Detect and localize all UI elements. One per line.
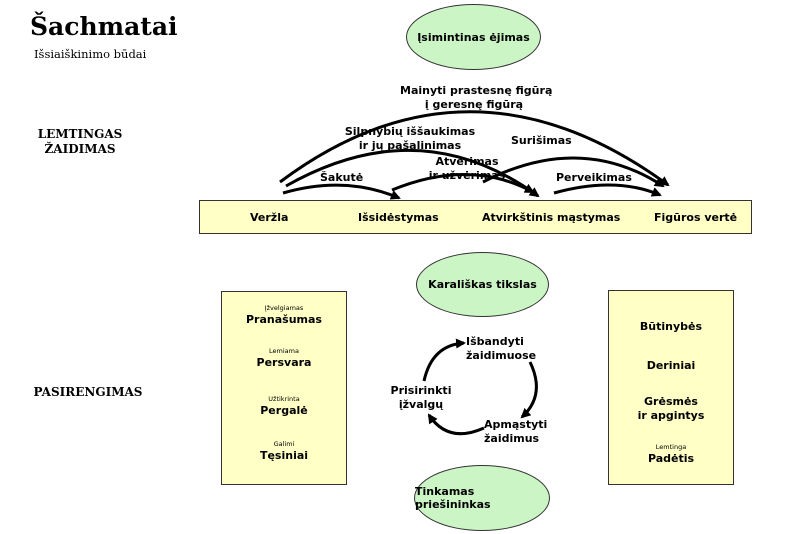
bar-item-issidestymas: Išsidėstymas xyxy=(358,211,439,224)
left-entry-pergale-small: Užtikrinta xyxy=(268,395,300,403)
cycle-label-prisirinkti-line2: įžvalgų xyxy=(398,398,444,411)
ellipse-tinkamas-priesininkas: Tinkamas priešininkas xyxy=(414,465,550,531)
box-right: Būtinybės Deriniai Grėsmės ir apgintys L… xyxy=(608,290,734,485)
box-left: Įžvelgiamas Pranašumas Lemiama Persvara … xyxy=(221,291,347,485)
arc-sakute xyxy=(282,183,401,200)
left-entry-persvara-big: Persvara xyxy=(256,356,312,369)
arc-label-mainyti: Mainyti prastesnę figūrą į geresnę figūr… xyxy=(400,84,553,112)
right-entry-gresmes: Grėsmės ir apgintys xyxy=(609,395,733,423)
cycle-label-isbandyti-line2: žaidimuose xyxy=(466,349,537,362)
left-entry-pranasumas-small: Įžvelgiamas xyxy=(264,304,304,312)
arc-label-sakute: Šakutė xyxy=(320,171,364,184)
left-entry-pergale-big: Pergalė xyxy=(260,404,308,417)
arc-label-surisimas: Surišimas xyxy=(511,134,572,147)
cycle-arrow-to-prisirinkti xyxy=(427,413,485,436)
left-entry-persvara-small: Lemiama xyxy=(269,347,299,355)
arc-label-atverimas-line1: Atvėrimas xyxy=(435,155,499,168)
bar-item-atvirkstinis-mastymas: Atvirkštinis mąstymas xyxy=(482,211,621,224)
arc-surisimas xyxy=(482,156,665,188)
arc-label-silpnybiu-line1: Silpnybių iššaukimas xyxy=(344,125,476,138)
right-entry-gresmes-line2: ir apgintys xyxy=(637,409,705,422)
cycle-label-apmastyti-line1: Apmąstyti xyxy=(484,418,548,431)
label-pasirengimas: PASIRENGIMAS xyxy=(33,385,143,399)
arc-perveikimas xyxy=(553,183,662,197)
arc-label-perveikimas: Perveikimas xyxy=(556,171,632,184)
arc-label-silpnybiu-line2: ir jų pašalinimas xyxy=(358,139,462,152)
cycle-label-prisirinkti-line1: Prisirinkti xyxy=(390,384,452,397)
right-entry-butinybes: Būtinybės xyxy=(609,320,733,334)
cycle-label-apmastyti-line2: žaidimus xyxy=(484,432,540,445)
arc-atverimas xyxy=(391,173,535,194)
left-entry-pranasumas-big: Pranašumas xyxy=(246,313,322,326)
left-entry-pergale: Užtikrinta Pergalė xyxy=(222,395,346,418)
arc-silpnybiu xyxy=(285,148,540,198)
bar-item-figuros-verte: Figūros vertė xyxy=(654,211,738,224)
label-lemtingas-line1: LEMTINGAS xyxy=(37,127,123,141)
cycle-arrow-to-isbandyti xyxy=(422,338,466,382)
concept-bar: Veržla Išsidėstymas Atvirkštinis mąstyma… xyxy=(199,200,752,234)
arc-mainyti xyxy=(279,110,670,187)
label-lemtingas-zaidimas: LEMTINGAS ŽAIDIMAS xyxy=(30,127,130,157)
cycle-label-isbandyti: Išbandyti žaidimuose xyxy=(466,335,536,363)
cycle-label-prisirinkti: Prisirinkti įžvalgų xyxy=(386,384,456,412)
arc-label-silpnybiu: Silpnybių iššaukimas ir jų pašalinimas xyxy=(340,125,480,153)
right-entry-butinybes-big: Būtinybės xyxy=(639,320,703,333)
bar-item-verzla: Veržla xyxy=(250,211,289,224)
right-entry-deriniai-big: Deriniai xyxy=(646,359,696,372)
page-title: Šachmatai xyxy=(30,12,178,41)
left-entry-tesiniai-small: Galimi xyxy=(273,440,295,448)
left-entry-pranasumas: Įžvelgiamas Pranašumas xyxy=(222,304,346,327)
ellipse-karaliskas-tikslas: Karališkas tikslas xyxy=(416,252,549,317)
left-entry-tesiniai: Galimi Tęsiniai xyxy=(222,440,346,463)
arc-label-mainyti-line2: į geresnę figūrą xyxy=(424,98,524,111)
label-lemtingas-line2: ŽAIDIMAS xyxy=(44,142,116,156)
ellipse-isimintinas-ejimas: Įsimintinas ėjimas xyxy=(406,4,541,70)
right-entry-padetis: Lemtinga Padėtis xyxy=(609,443,733,466)
left-entry-tesiniai-big: Tęsiniai xyxy=(259,449,309,462)
right-entry-deriniai: Deriniai xyxy=(609,359,733,373)
arc-label-mainyti-line1: Mainyti prastesnę figūrą xyxy=(400,84,553,97)
left-entry-persvara: Lemiama Persvara xyxy=(222,347,346,370)
right-entry-padetis-big: Padėtis xyxy=(647,452,695,465)
cycle-arrow-to-apmastyti xyxy=(520,361,538,419)
cycle-label-apmastyti: Apmąstyti žaidimus xyxy=(484,418,547,446)
arc-label-atverimas: Atvėrimas ir užvėrimas xyxy=(422,155,512,183)
page-subtitle: Išsiaiškinimo būdai xyxy=(34,47,147,61)
cycle-label-isbandyti-line1: Išbandyti xyxy=(466,335,524,348)
right-entry-gresmes-line1: Grėsmės xyxy=(644,395,698,408)
arc-label-atverimas-line2: ir užvėrimas xyxy=(428,169,506,182)
right-entry-padetis-small: Lemtinga xyxy=(655,443,687,451)
